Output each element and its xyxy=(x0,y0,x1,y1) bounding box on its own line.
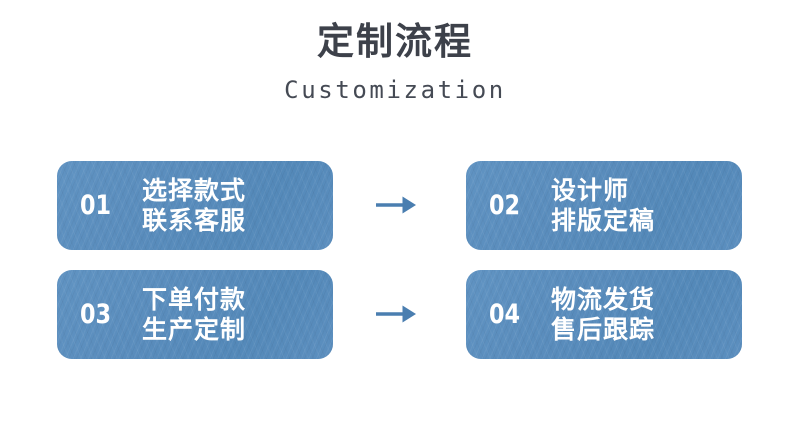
arrow-right-icon-row2 xyxy=(375,301,417,327)
step-number-02: 02 xyxy=(489,190,521,221)
step-label-02: 设计师 排版定稿 xyxy=(551,176,655,235)
page-subtitle: Customization xyxy=(284,75,506,104)
step-number-03: 03 xyxy=(80,299,112,330)
step-box-01[interactable]: 01 选择款式 联系客服 xyxy=(57,161,333,250)
step-label-04-line1: 物流发货 xyxy=(551,285,656,314)
step-label-01: 选择款式 联系客服 xyxy=(142,176,246,235)
step-label-03-line1: 下单付款 xyxy=(142,285,247,314)
step-label-01-line1: 选择款式 xyxy=(142,176,247,205)
page-title: 定制流程 xyxy=(317,20,473,63)
step-number-04: 04 xyxy=(489,299,521,330)
step-label-04-line2: 售后跟踪 xyxy=(551,314,656,344)
step-label-02-line2: 排版定稿 xyxy=(551,205,656,235)
step-label-03-line2: 生产定制 xyxy=(142,314,247,344)
step-box-03[interactable]: 03 下单付款 生产定制 xyxy=(57,270,333,359)
step-label-02-line1: 设计师 xyxy=(551,176,630,205)
step-label-04: 物流发货 售后跟踪 xyxy=(551,285,655,344)
header: 定制流程 Customization xyxy=(0,0,790,104)
step-box-04[interactable]: 04 物流发货 售后跟踪 xyxy=(466,270,742,359)
arrow-right-icon-row1 xyxy=(375,192,417,218)
step-number-01: 01 xyxy=(80,190,112,221)
step-label-03: 下单付款 生产定制 xyxy=(142,285,246,344)
step-label-01-line2: 联系客服 xyxy=(142,205,247,235)
step-box-02[interactable]: 02 设计师 排版定稿 xyxy=(466,161,742,250)
